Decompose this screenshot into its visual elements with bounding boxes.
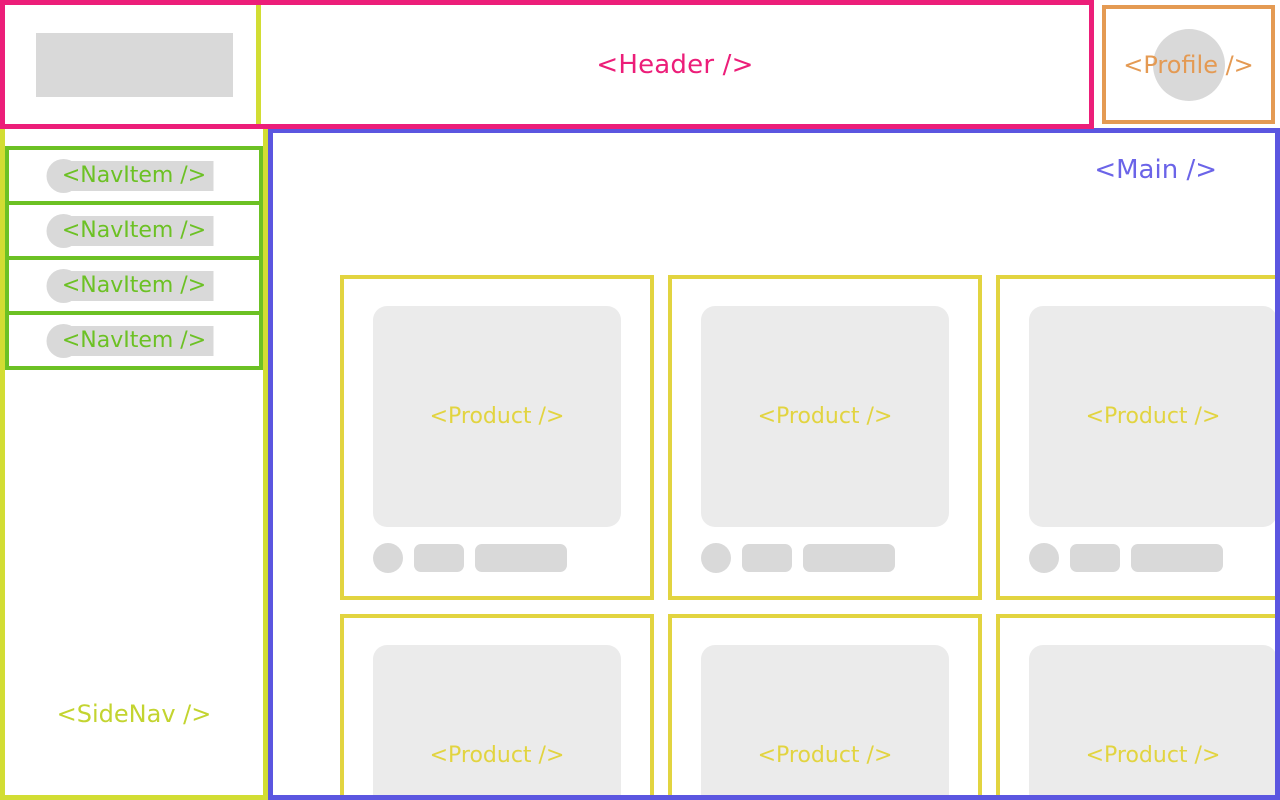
main-component-label: <Main /> (1094, 155, 1217, 185)
product-component-label: <Product /> (1085, 743, 1221, 768)
product-card[interactable]: <Product /> (996, 275, 1275, 600)
product-image-placeholder: <Product /> (701, 306, 949, 527)
product-card[interactable]: <Product /> (996, 614, 1275, 795)
product-component-label: <Product /> (429, 743, 565, 768)
product-grid: <Product /> <Product /> (340, 275, 1275, 795)
product-meta-row (701, 543, 949, 573)
product-component-label: <Product /> (1085, 404, 1221, 429)
product-card[interactable]: <Product /> (668, 614, 982, 795)
product-meta-chip-small (1070, 544, 1120, 572)
product-meta-chip-large (1131, 544, 1223, 572)
sidenav-component-label: <SideNav /> (56, 700, 212, 728)
nav-item-placeholder-shapes (46, 323, 214, 358)
sidebar-item-label: <NavItem /> (61, 163, 207, 188)
profile-region[interactable]: <Profile /> (1102, 5, 1275, 124)
product-component-label: <Product /> (757, 743, 893, 768)
sidebar-item-label: <NavItem /> (61, 218, 207, 243)
sidebar-item-label: <NavItem /> (61, 328, 207, 353)
product-meta-chip-small (414, 544, 464, 572)
product-image-placeholder: <Product /> (1029, 306, 1275, 527)
product-meta-circle (373, 543, 403, 573)
product-image-placeholder: <Product /> (373, 645, 621, 795)
logo-placeholder[interactable] (36, 32, 233, 97)
avatar (1152, 28, 1225, 101)
product-card[interactable]: <Product /> (340, 275, 654, 600)
nav-item-text-bar (70, 160, 214, 191)
product-meta-circle (1029, 543, 1059, 573)
nav-item-placeholder-shapes (46, 158, 214, 193)
product-component-label: <Product /> (429, 404, 565, 429)
header-logo-cell (5, 5, 261, 124)
sidebar-item-4[interactable]: <NavItem /> (5, 311, 263, 370)
product-component-label: <Product /> (757, 404, 893, 429)
product-card[interactable]: <Product /> (668, 275, 982, 600)
header-region: <Header /> (0, 0, 1094, 129)
profile-component-label: <Profile /> (1123, 50, 1254, 79)
product-image-placeholder: <Product /> (701, 645, 949, 795)
product-meta-chip-large (475, 544, 567, 572)
nav-item-text-bar (70, 270, 214, 301)
nav-list: <NavItem /> <NavItem /> <NavItem /> (5, 146, 263, 370)
product-card[interactable]: <Product /> (340, 614, 654, 795)
nav-item-placeholder-shapes (46, 268, 214, 303)
product-image-placeholder: <Product /> (1029, 645, 1275, 795)
product-meta-row (1029, 543, 1275, 573)
product-meta-row (373, 543, 621, 573)
sidebar-item-3[interactable]: <NavItem /> (5, 256, 263, 315)
main-region: <Main /> <Product /> <Product /> (268, 128, 1280, 800)
header-component-label: <Header /> (596, 49, 754, 80)
sidebar-item-2[interactable]: <NavItem /> (5, 201, 263, 260)
product-image-placeholder: <Product /> (373, 306, 621, 527)
sidebar-item-label: <NavItem /> (61, 273, 207, 298)
header-label-cell: <Header /> (261, 5, 1089, 124)
nav-item-placeholder-shapes (46, 213, 214, 248)
nav-item-text-bar (70, 215, 214, 246)
product-meta-chip-large (803, 544, 895, 572)
product-meta-chip-small (742, 544, 792, 572)
sidenav-region: <NavItem /> <NavItem /> <NavItem /> (0, 129, 268, 800)
sidebar-item-1[interactable]: <NavItem /> (5, 146, 263, 205)
nav-item-text-bar (70, 325, 214, 356)
product-meta-circle (701, 543, 731, 573)
